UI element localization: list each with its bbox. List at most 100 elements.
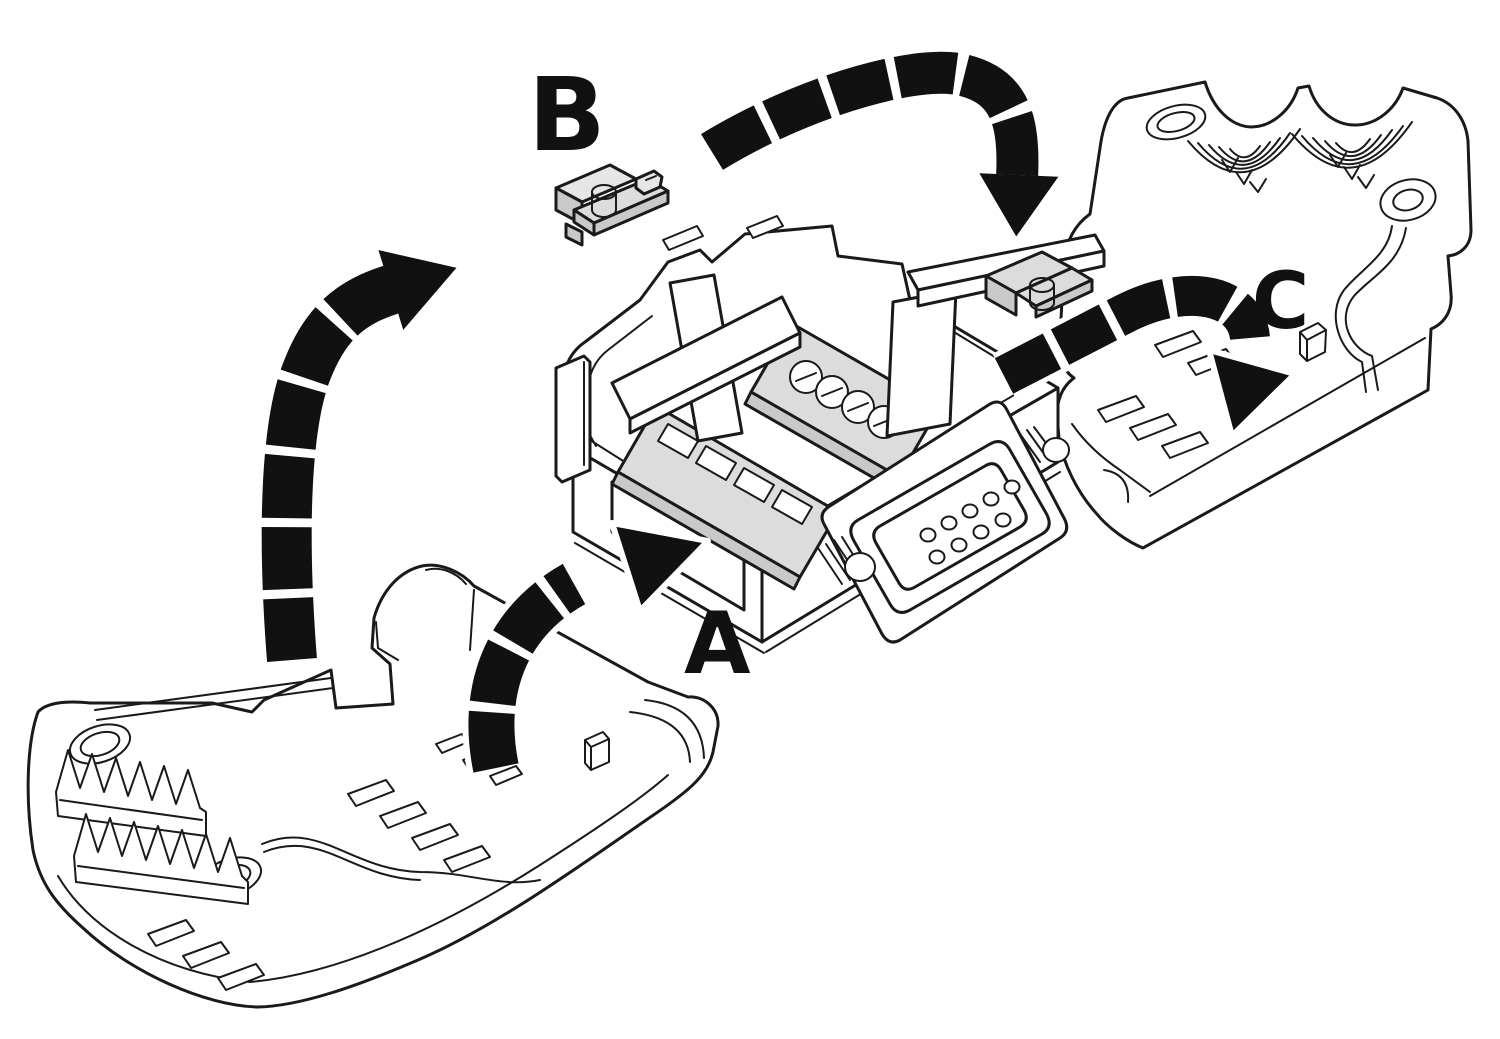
slot <box>217 963 265 991</box>
slot <box>1097 395 1145 423</box>
teeth-ridge <box>77 865 245 889</box>
clip-boss-side <box>591 191 617 218</box>
rib <box>1324 134 1382 158</box>
pin-hole <box>972 524 990 540</box>
rib <box>1187 128 1301 174</box>
segmented-hook-arrow-down-left-icon <box>992 271 1298 439</box>
segmented-curve-arrow-up-right-icon <box>462 520 711 774</box>
terminal-block-front <box>610 404 840 591</box>
strain-relief-clip-installed-drawing <box>984 250 1094 319</box>
block-side <box>610 470 802 591</box>
screw-cap <box>1042 437 1070 463</box>
pin-hole <box>994 512 1012 528</box>
rib <box>1301 125 1404 166</box>
left-latch-post <box>554 354 592 484</box>
clip-wall-front <box>984 274 1018 317</box>
d-sub-connector-face <box>817 400 1070 644</box>
screw-boss <box>1379 178 1437 222</box>
clip-boss-top <box>1029 277 1055 293</box>
slot <box>1154 330 1202 358</box>
clip-foot <box>564 222 584 247</box>
label-step-a: A <box>684 594 751 694</box>
slot <box>147 919 195 947</box>
connector-body-drawing <box>554 215 1070 654</box>
rib <box>1335 138 1371 153</box>
rib <box>1229 145 1261 159</box>
screw-boss <box>1145 103 1207 141</box>
front-rim-line <box>1071 423 1151 493</box>
locator-peg <box>584 731 610 771</box>
teeth-ridge <box>59 799 203 821</box>
thumbscrew-left <box>817 536 876 585</box>
teeth-row <box>73 813 249 905</box>
arrow-tail <box>468 563 586 773</box>
cable-channel-ribs <box>1291 121 1413 189</box>
mounting-rail-drawing <box>885 233 1106 438</box>
body-skirt-line <box>574 542 765 654</box>
label-step-c: C <box>1252 257 1309 347</box>
pin-hole <box>982 491 1000 507</box>
wire-port <box>657 423 699 459</box>
slot <box>347 779 395 807</box>
pin-holes <box>919 479 1021 565</box>
rib <box>1218 141 1271 163</box>
latch-bar-side <box>628 331 802 435</box>
boss-hole <box>1392 188 1424 212</box>
inner-wall-curve <box>1334 225 1393 393</box>
floor-contour <box>261 836 541 884</box>
clip-hook-notch <box>645 175 657 181</box>
screw-cap <box>844 552 876 582</box>
back-wall-lines <box>375 567 475 661</box>
boss-hole <box>79 730 121 758</box>
rim-scallop <box>1103 469 1130 503</box>
top-tab <box>746 215 784 239</box>
arrow-head <box>609 520 711 614</box>
pin-hole <box>950 537 968 553</box>
slot <box>1129 413 1177 441</box>
arrow-tail <box>994 276 1270 394</box>
pin-hole <box>928 549 946 565</box>
segmented-curve-arrow-up-right-icon <box>255 243 465 663</box>
arrow-head <box>1206 347 1298 439</box>
serration <box>1329 152 1375 189</box>
slot <box>182 941 230 969</box>
cross-latch <box>610 273 802 443</box>
locator-peg <box>1299 322 1327 362</box>
thumbscrew-right <box>1019 426 1070 463</box>
rail-support-plate <box>885 288 958 438</box>
strain-relief-clip-drawing <box>554 163 670 247</box>
arrow-tail <box>701 51 1039 180</box>
strain-relief-teeth <box>55 749 249 905</box>
rib <box>1312 129 1393 162</box>
lower-housing-shell-drawing <box>26 563 720 1009</box>
slot <box>443 845 491 873</box>
clip-boss-top <box>591 184 617 200</box>
serration <box>1221 157 1267 193</box>
rib <box>1197 132 1291 170</box>
slot <box>1161 431 1209 459</box>
floor-contour <box>263 844 421 881</box>
cable-channel-ribs <box>1187 128 1301 193</box>
boss-hole <box>1156 111 1196 133</box>
slot <box>379 801 427 829</box>
screw-ribs <box>817 536 865 585</box>
pin-hole <box>919 527 937 543</box>
segmented-curve-arrow-down-icon <box>697 45 1067 245</box>
pin-hole <box>940 515 958 531</box>
front-rim-line <box>1149 337 1426 497</box>
wire-port <box>695 445 737 481</box>
slot <box>411 823 459 851</box>
inner-bottom-rim <box>57 774 669 983</box>
top-tab <box>662 225 704 251</box>
slot <box>489 765 523 786</box>
pin-hole <box>1003 479 1021 495</box>
rib <box>1291 121 1413 169</box>
arrow-tail <box>261 264 404 662</box>
screw-slot <box>795 372 895 427</box>
wire-port <box>771 489 813 525</box>
peg-facet <box>1299 329 1327 362</box>
clip-boss-side <box>1029 284 1055 311</box>
wire-port <box>733 467 775 503</box>
peg-facet <box>584 738 610 771</box>
